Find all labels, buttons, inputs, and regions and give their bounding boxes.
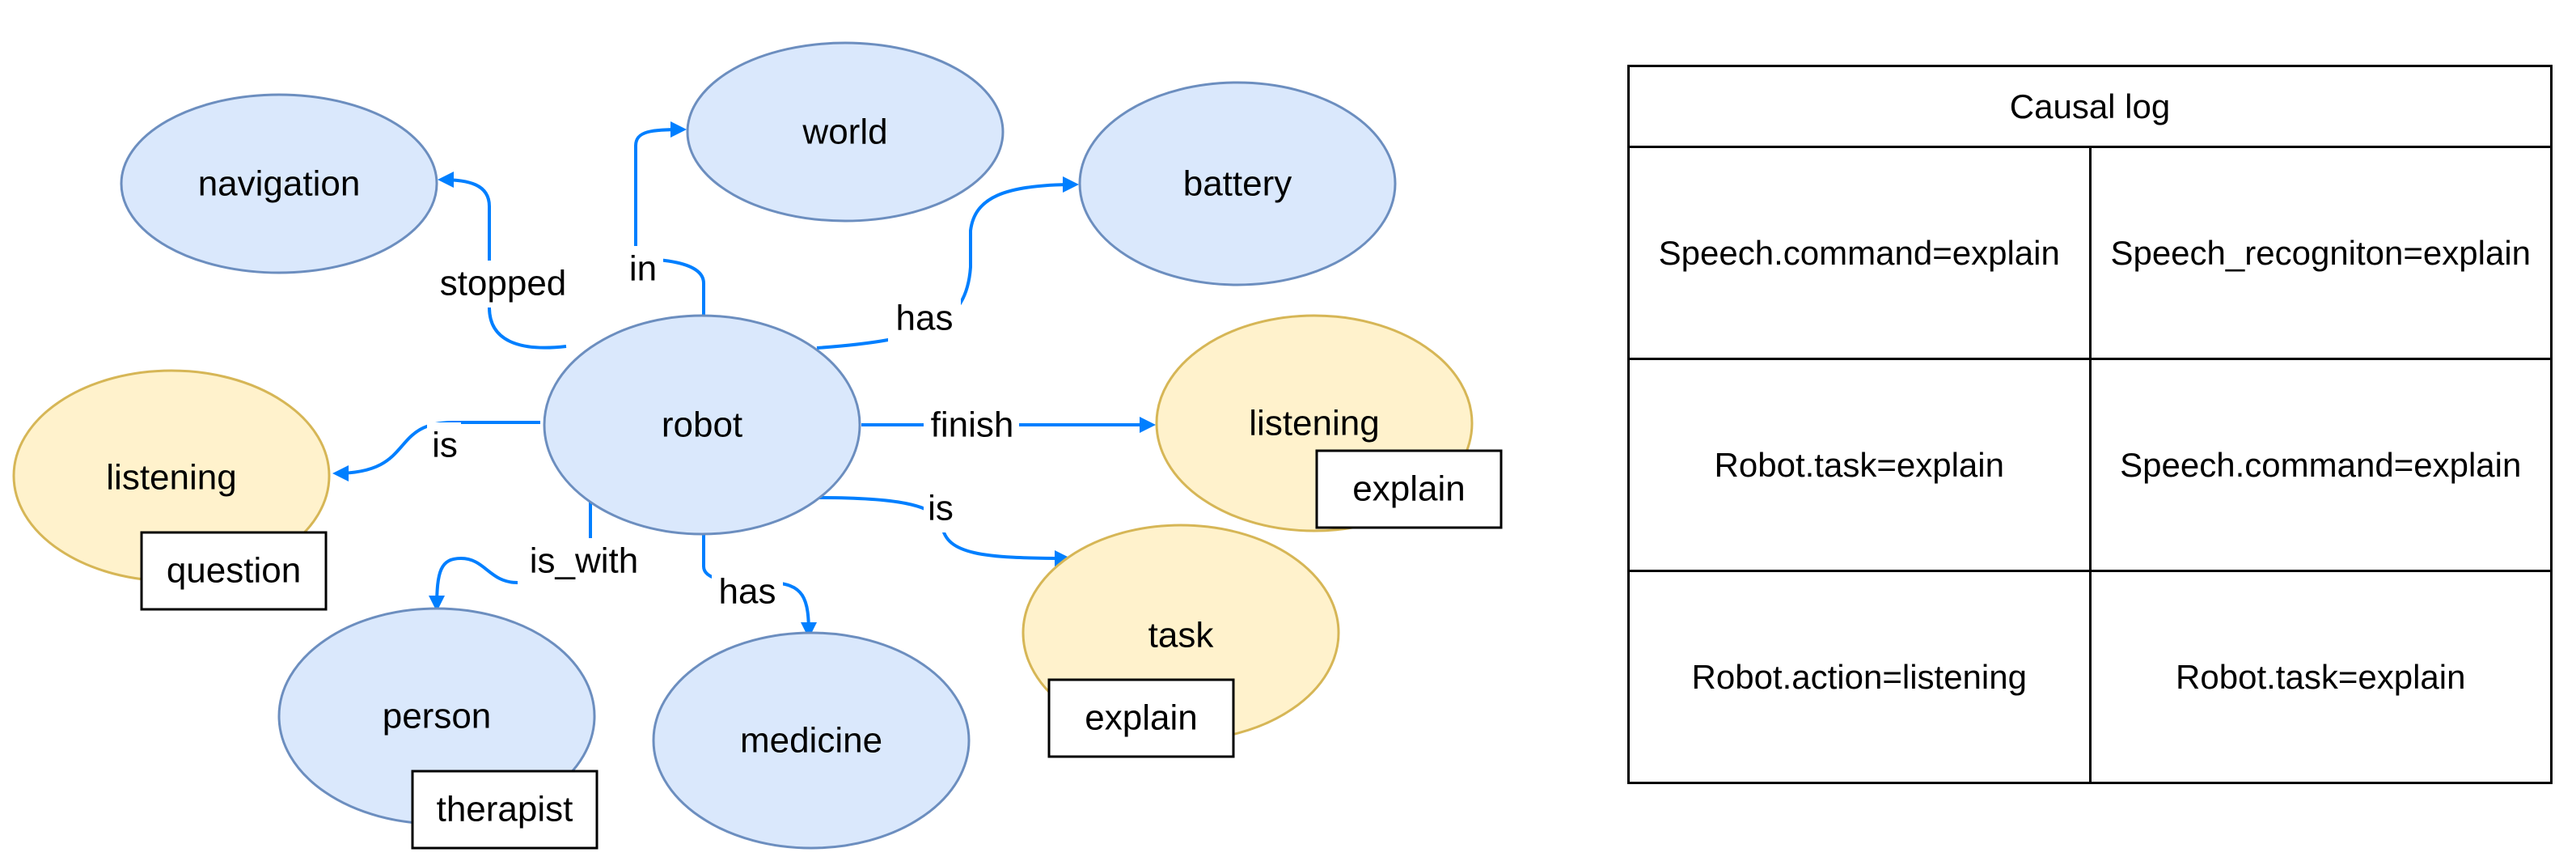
node-world-label: world [802,112,887,152]
knowledge-graph: navigation world battery robot listening… [12,41,1503,850]
tag-explain-listening: explain [1315,449,1503,529]
edge-label-finish: finish [931,405,1014,445]
causal-log-title: Causal log [1627,65,2553,148]
causal-log-cell: Robot.action=listening [1627,570,2092,784]
node-robot[interactable]: robot [543,314,861,536]
causal-log-row: Speech.command=explain Speech_recogniton… [1627,146,2553,360]
edge-label-has-battery: has [896,299,954,338]
tag-therapist-label: therapist [437,790,573,829]
edge-label-has-medicine: has [719,572,776,612]
causal-log-table: Causal log Speech.command=explain Speech… [1627,65,2553,784]
causal-log-cell: Robot.task=explain [2088,570,2553,784]
edge-labels: stopped in has is finish is is_with has [427,246,1019,616]
edge-label-in: in [629,249,657,289]
causal-log-header-row: Causal log [1627,65,2553,148]
node-battery[interactable]: battery [1078,81,1397,286]
tag-question: question [140,531,328,611]
node-battery-label: battery [1183,164,1292,204]
tag-explain-task: explain [1047,678,1235,758]
edge-label-is-listening: is [432,426,458,465]
causal-log-cell: Speech_recogniton=explain [2088,146,2553,360]
tags: question explain explain therapist [140,449,1503,850]
causal-log-cell: Robot.task=explain [1627,358,2092,572]
node-world[interactable]: world [686,41,1005,223]
node-listening-question-label: listening [106,458,236,498]
tag-explain-listening-label: explain [1352,469,1465,509]
node-robot-label: robot [662,405,742,445]
tag-therapist: therapist [411,770,599,850]
causal-log-row: Robot.action=listening Robot.task=explai… [1627,570,2553,784]
node-medicine-label: medicine [740,721,882,761]
edge-label-is-task: is [928,489,954,528]
edge-label-is-with: is_with [530,541,639,581]
causal-log-cell: Speech.command=explain [2088,358,2553,572]
node-task-label: task [1148,616,1215,655]
causal-log-cell: Speech.command=explain [1627,146,2092,360]
edge-stopped [438,172,567,350]
node-navigation[interactable]: navigation [120,93,438,274]
node-listening-explain-label: listening [1249,404,1379,443]
causal-log-row: Robot.task=explain Speech.command=explai… [1627,358,2553,572]
tag-question-label: question [167,551,301,591]
nodes: navigation world battery robot listening… [12,41,1474,850]
node-navigation-label: navigation [198,164,361,204]
edge-label-stopped: stopped [440,264,567,303]
node-medicine[interactable]: medicine [652,631,971,850]
tag-explain-task-label: explain [1085,698,1197,738]
node-person-label: person [383,697,492,736]
